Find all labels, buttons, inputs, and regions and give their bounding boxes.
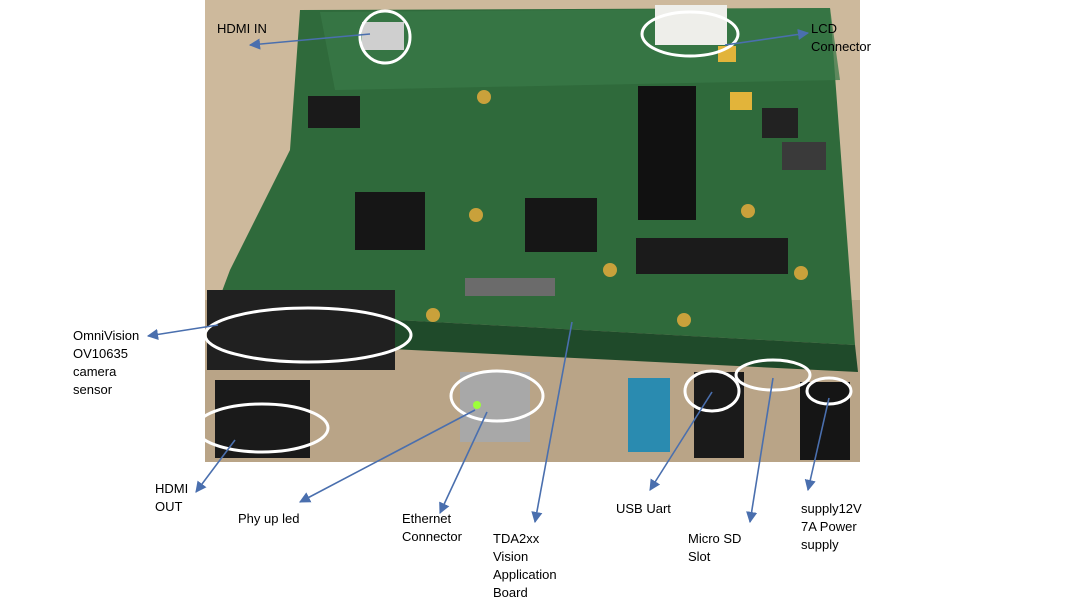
header-connector [636,238,788,274]
mounting-hole [741,204,755,218]
chip-cpld2 [525,198,597,252]
label-micro-sd-slot: Micro SD Slot [688,531,742,564]
mounting-hole [469,208,483,222]
micro-sd-slot-part [694,372,744,458]
arrow-hdmi-out [195,439,236,493]
label-camera-sensor: OmniVision OV10635 camera sensor [73,328,140,397]
label-hdmi-out: HDMI OUT [155,481,189,514]
usb-uart-port [628,378,670,452]
arrow-usb-uart [649,391,713,491]
highlight-camera-sensor [203,306,413,364]
arrow-power-supply [804,397,830,492]
label-phy-up-led: Phy up led [238,511,300,526]
board-connector [638,86,696,220]
highlight-hdmi-in [358,9,412,65]
hdmi-in-port [362,22,404,50]
phy-led [473,401,481,409]
arrow-ethernet [439,411,488,515]
capacitor [730,92,752,110]
arrow-lcd-connector [724,28,810,46]
label-tda2xx-board: TDA2xx Vision Application Board [493,531,557,600]
highlight-usb-uart [683,369,741,413]
chip [308,96,360,128]
highlight-power-supply [805,376,853,406]
mounting-hole [426,308,440,322]
label-usb-uart: USB Uart [616,501,671,516]
label-hdmi-in: HDMI IN [217,21,267,36]
highlight-lcd-connector [640,10,740,58]
arrow-phy-up-led [299,409,476,503]
ethernet-port [460,372,530,442]
label-ethernet-connector: Ethernet Connector [402,511,462,544]
hdmi-out-port [215,380,310,458]
mounting-hole [677,313,691,327]
highlight-micro-sd [734,358,812,392]
camera-flex-connector [465,278,555,296]
power-jack-part [782,142,826,170]
mounting-hole [477,90,491,104]
inductor [762,108,798,138]
mounting-hole [794,266,808,280]
mounting-hole [603,263,617,277]
highlight-ethernet [449,369,545,423]
arrow-hdmi-in [248,33,371,50]
arrow-camera-sensor [146,324,219,340]
highlight-hdmi-out [194,402,330,454]
arrow-micro-sd [746,377,774,524]
label-power-supply: supply12V 7A Power supply [801,501,862,552]
arrow-tda2xx [531,321,573,524]
chip-cpld1 [355,192,425,250]
label-lcd-connector: LCD Connector [811,21,871,54]
